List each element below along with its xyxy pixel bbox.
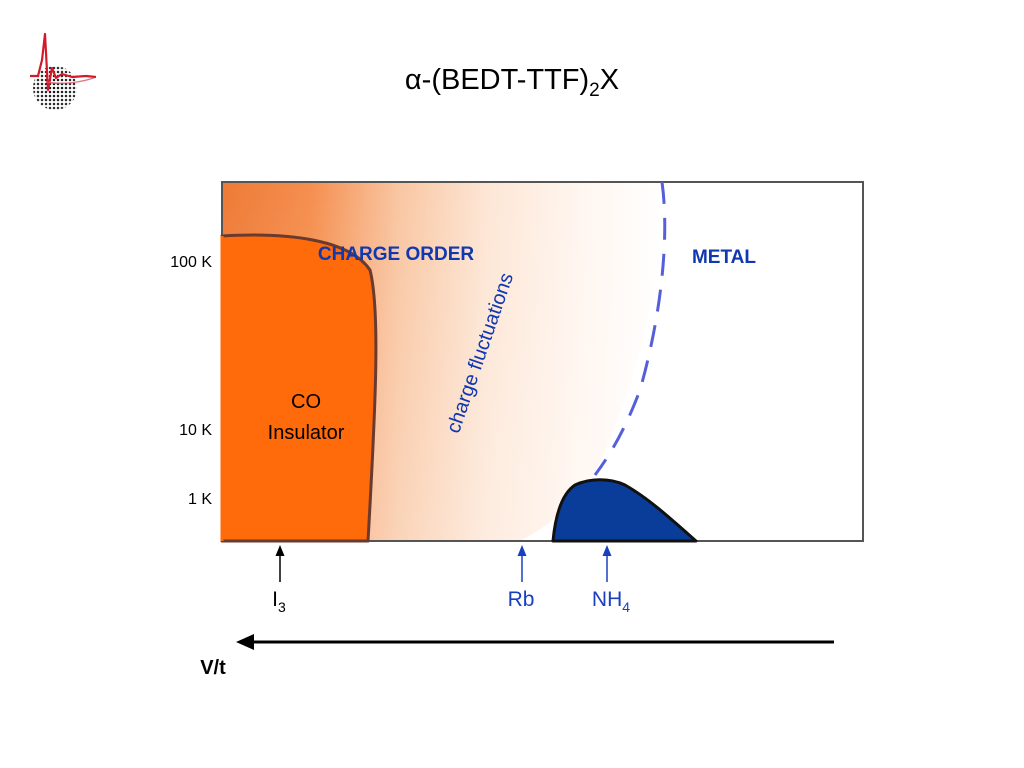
temp-label-10k: 10 K: [179, 422, 212, 439]
svg-text:NH4: NH4: [592, 588, 630, 615]
compound-rb-label: Rb: [508, 588, 535, 611]
compound-nh4-sub: 4: [622, 599, 630, 615]
compound-i3-sub: 3: [278, 599, 286, 615]
compound-marker-i3: I3: [272, 545, 286, 615]
compound-marker-rb: Rb: [508, 545, 535, 611]
compound-marker-nh4: NH4: [592, 545, 630, 615]
superconducting-dome: [551, 478, 698, 543]
co-insulator-region: [220, 233, 378, 543]
metal-label: METAL: [692, 247, 756, 268]
slide-title: α-(BEDT-TTF)2X: [0, 64, 1024, 102]
vt-axis-arrow: [236, 634, 834, 650]
compound-nh4-base: NH: [592, 588, 622, 611]
vt-axis-label: V/t: [200, 657, 226, 679]
metal-boundary-line: [593, 181, 667, 476]
title-subscript: 2: [589, 79, 600, 101]
temp-label-1k: 1 K: [188, 491, 212, 508]
compound-i3-base: I: [272, 588, 278, 611]
charge-order-label: CHARGE ORDER: [318, 244, 475, 265]
co-label: CO: [291, 391, 321, 413]
insulator-label: Insulator: [268, 422, 345, 444]
title-suffix: X: [599, 64, 620, 96]
title-prefix: α-(BEDT-TTF): [404, 64, 590, 96]
institution-logo-icon: [30, 32, 97, 110]
temp-label-100k: 100 K: [170, 254, 212, 271]
svg-text:I3: I3: [272, 588, 286, 615]
